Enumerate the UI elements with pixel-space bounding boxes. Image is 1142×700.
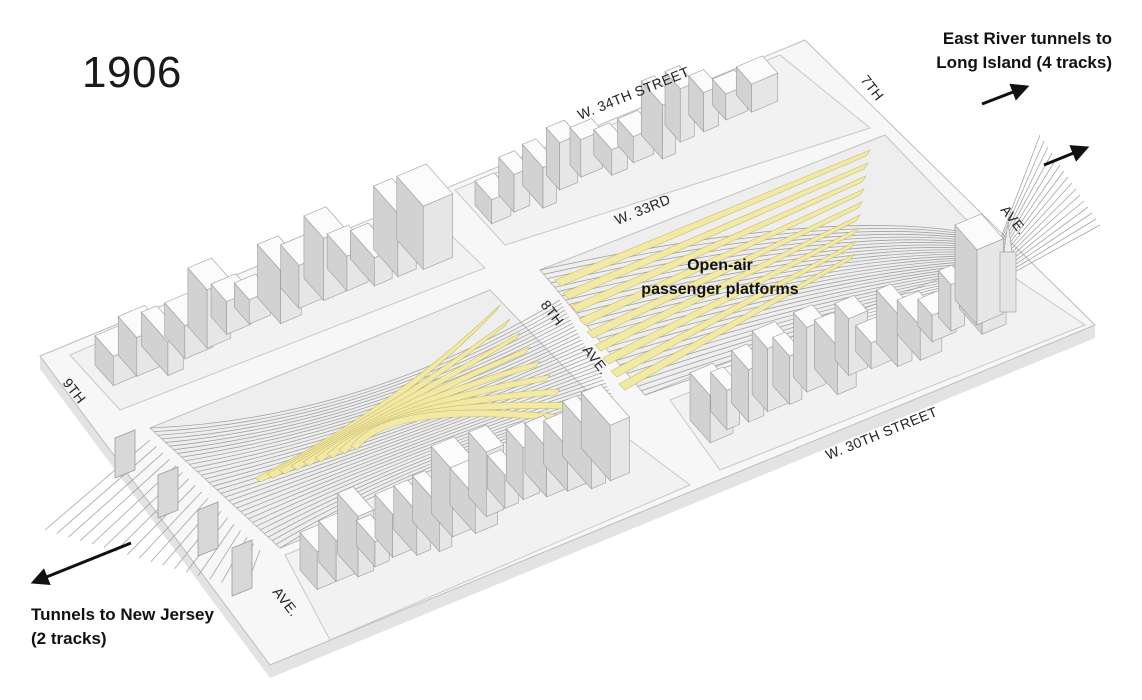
platform [586,201,863,339]
track-line [153,302,563,433]
track-line [165,312,568,443]
track-line-west [150,497,209,563]
east-arrow-upper [981,83,1030,106]
track-line-east [999,224,1101,281]
track-line [248,382,606,520]
east-river-label-line-1: East River tunnels to [942,29,1112,48]
track-line [149,299,561,429]
track-line-west [56,446,157,534]
track-line-west [197,523,235,577]
platform [554,149,871,287]
track-line-west [68,452,164,538]
platform [578,188,865,326]
track-line [228,366,597,502]
track-line-east [999,188,1077,265]
platform [594,214,861,352]
track-line-west [138,491,203,559]
building [954,213,1004,326]
platform [562,162,869,300]
new-jersey-label-line-2: (2 tracks) [31,629,107,648]
track-line [212,352,590,487]
new-jersey-label-line-1: Tunnels to New Jersey [31,605,214,624]
track-line-west [127,485,196,555]
east-river-tunnels-label: East River tunnels to Long Island (4 tra… [936,27,1112,75]
building [735,55,779,114]
west-tunnel-portals [114,429,253,597]
track-line [173,319,572,451]
track-line [244,379,604,516]
platform [570,175,867,313]
track-line-west [209,530,241,580]
building [396,163,454,271]
track-line [252,386,608,523]
building [710,366,741,431]
west-arrow [30,541,132,585]
track-line [232,369,599,505]
track-line-west [80,459,170,541]
track-line [157,306,564,436]
platform [602,227,859,365]
street-label-7th-ave: AVE. [998,202,1031,237]
track-line [169,316,570,447]
building [580,384,631,482]
passenger-platforms [254,149,871,483]
building [349,222,393,287]
year-title: 1906 [82,48,182,97]
track-line-east [999,182,1073,262]
platforms-label-line-2: passenger platforms [641,281,799,298]
platforms-label: Open-air passenger platforms [590,254,850,302]
track-line-east [999,134,1041,241]
platforms-label-line-1: Open-air [687,257,753,274]
east-river-label-line-2: Long Island (4 tracks) [936,53,1112,72]
city-buildings [94,55,1017,591]
platform [618,253,855,391]
church-tower [999,251,1017,313]
east-arrow-lower [1043,145,1090,167]
platform [610,240,857,378]
new-jersey-tunnels-label: Tunnels to New Jersey (2 tracks) [31,603,214,651]
track-line [224,362,595,498]
